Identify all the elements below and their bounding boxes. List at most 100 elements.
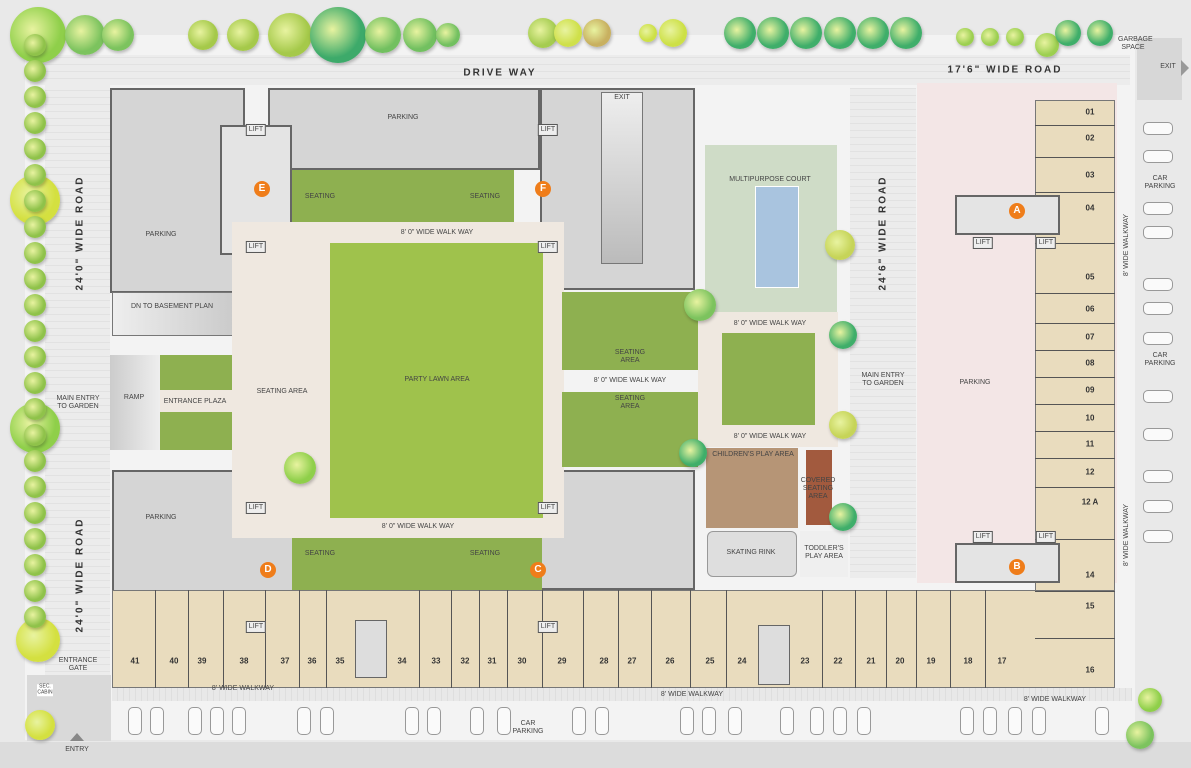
shop-number: 41 bbox=[130, 656, 140, 666]
car-icon bbox=[232, 707, 246, 735]
car-icon bbox=[857, 707, 871, 735]
tree-icon bbox=[24, 346, 46, 368]
bottom-boundary bbox=[0, 742, 1191, 768]
main-entry-left-label: MAIN ENTRY TO GARDEN bbox=[56, 394, 100, 410]
bottom-walkway bbox=[112, 688, 1132, 701]
shop-number: 32 bbox=[460, 656, 470, 666]
shop-number: 02 bbox=[1085, 133, 1095, 143]
shop-number: 21 bbox=[866, 656, 876, 666]
shop-number: 09 bbox=[1085, 385, 1095, 395]
seating-label-3: SEATING bbox=[304, 549, 336, 557]
tree-icon bbox=[24, 268, 46, 290]
shop-divider bbox=[507, 590, 508, 688]
shop-number: 01 bbox=[1085, 107, 1095, 117]
multipurpose-court bbox=[755, 186, 799, 288]
walkway-label-top: 8' 0" WIDE WALK WAY bbox=[400, 228, 474, 236]
tree-icon bbox=[24, 216, 46, 238]
shop-divider bbox=[326, 590, 327, 688]
party-lawn bbox=[330, 243, 543, 518]
top-parking-block bbox=[268, 88, 540, 170]
shop-number: 36 bbox=[307, 656, 317, 666]
entrance-gate-label: ENTRANCE GATE bbox=[58, 656, 98, 672]
tree-icon bbox=[24, 138, 46, 160]
core-e-badge: E bbox=[254, 181, 270, 197]
shop-number: 08 bbox=[1085, 358, 1095, 368]
shop-divider bbox=[949, 590, 951, 688]
car-icon bbox=[595, 707, 609, 735]
lift-label: LIFT bbox=[537, 240, 559, 254]
tree-icon bbox=[1006, 28, 1024, 46]
shop-number: 28 bbox=[599, 656, 609, 666]
core-a bbox=[955, 195, 1060, 235]
tree-icon bbox=[24, 34, 46, 56]
tree-icon bbox=[24, 554, 46, 576]
shop-divider bbox=[821, 590, 823, 688]
shop-number: 27 bbox=[627, 656, 637, 666]
shop-divider bbox=[726, 590, 727, 688]
tree-icon bbox=[825, 230, 855, 260]
tree-icon bbox=[1087, 20, 1113, 46]
car-parking-label-3: CAR PARKING bbox=[512, 719, 544, 735]
entry-label: ENTRY bbox=[65, 745, 89, 753]
car-icon bbox=[427, 707, 441, 735]
tree-icon bbox=[24, 528, 46, 550]
parking-label-a: PARKING bbox=[959, 378, 991, 386]
shop-divider bbox=[188, 590, 189, 688]
shop-number: 05 bbox=[1085, 272, 1095, 282]
shop-number: 04 bbox=[1085, 203, 1095, 213]
tree-icon bbox=[102, 19, 134, 51]
tree-icon bbox=[679, 439, 707, 467]
shop-number: 17 bbox=[997, 656, 1007, 666]
shop-divider bbox=[1035, 191, 1115, 193]
drive-way-label: DRIVE WAY bbox=[463, 67, 537, 79]
seating-area-label-2: SEATING AREA bbox=[614, 394, 646, 410]
car-icon bbox=[1143, 530, 1173, 543]
tree-icon bbox=[24, 320, 46, 342]
car-icon bbox=[960, 707, 974, 735]
tree-icon bbox=[956, 28, 974, 46]
exit-top-label: EXIT bbox=[614, 93, 630, 101]
tree-icon bbox=[890, 17, 922, 49]
shop-divider bbox=[985, 590, 986, 688]
shop-number: 31 bbox=[487, 656, 497, 666]
shop-number: 15 bbox=[1085, 601, 1095, 611]
core-b-badge: B bbox=[1009, 559, 1025, 575]
shop-divider bbox=[915, 590, 917, 688]
multipurpose-label: MULTIPURPOSE COURT bbox=[729, 175, 811, 183]
shop-divider bbox=[478, 590, 480, 688]
lift-label: LIFT bbox=[245, 620, 267, 634]
childrens-play-area bbox=[706, 448, 798, 528]
walkway-bottom-2: 8' WIDE WALKWAY bbox=[660, 690, 724, 698]
car-icon bbox=[210, 707, 224, 735]
car-icon bbox=[470, 707, 484, 735]
car-icon bbox=[833, 707, 847, 735]
tree-icon bbox=[227, 19, 259, 51]
parking-label-d: PARKING bbox=[145, 513, 177, 521]
seating-label-1: SEATING bbox=[304, 192, 336, 200]
top-road-label: 17'6" WIDE ROAD bbox=[947, 64, 1063, 76]
shop-divider bbox=[690, 590, 691, 688]
bottom-seating-garden bbox=[292, 538, 542, 590]
left-road-label-2: 24'0" WIDE ROAD bbox=[74, 517, 86, 633]
car-icon bbox=[728, 707, 742, 735]
tree-icon bbox=[824, 17, 856, 49]
shop-divider bbox=[583, 590, 584, 688]
skating-rink-label: SKATING RINK bbox=[726, 548, 776, 556]
tree-icon bbox=[857, 17, 889, 49]
covered-seating-label: COVERED SEATING AREA bbox=[800, 476, 836, 501]
walkway-right-2: 8' WIDE WALKWAY bbox=[1122, 503, 1130, 567]
shop-number: 39 bbox=[197, 656, 207, 666]
exit-arrow-icon bbox=[1181, 60, 1189, 76]
tree-icon bbox=[684, 289, 716, 321]
walkway-label-bottom: 8' 0" WIDE WALK WAY bbox=[381, 522, 455, 530]
tree-icon bbox=[24, 398, 46, 420]
shop-number: 11 bbox=[1085, 439, 1095, 449]
tree-icon bbox=[24, 294, 46, 316]
car-parking-label-2: CAR PARKING bbox=[1144, 351, 1176, 367]
exit-ramp bbox=[601, 92, 643, 264]
shop-number: 29 bbox=[557, 656, 567, 666]
left-road-label-1: 24'0" WIDE ROAD bbox=[74, 175, 86, 291]
seating-label-2: SEATING bbox=[469, 192, 501, 200]
tree-icon bbox=[554, 19, 582, 47]
covered-seating bbox=[806, 450, 832, 525]
